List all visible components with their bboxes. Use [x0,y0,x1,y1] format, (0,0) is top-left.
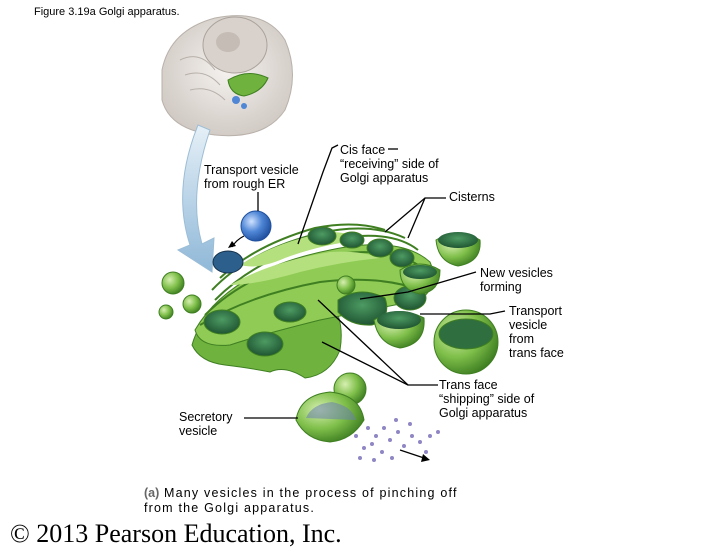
zoom-arrow [176,124,215,273]
leader-lines [244,144,506,419]
caption-text: Many vesicles in the process of pinching… [144,486,458,515]
copyright-notice: © 2013 Pearson Education, Inc. [10,519,342,548]
new-vesicles [373,232,481,349]
secreted-particles [354,418,440,462]
vesicle [158,304,174,320]
label-new-vesicles: New vesicles forming [480,266,553,294]
label-cis-face: Cis face “receiving” side of Golgi appar… [340,143,439,185]
transport-vesicle-trans [433,309,499,375]
figure-title: Figure 3.19a Golgi apparatus. [34,6,180,18]
secretory-vesicle [295,391,365,443]
label-trans-face: Trans face “shipping” side of Golgi appa… [439,378,535,420]
fusing-vesicle [212,250,244,274]
label-cisterns: Cisterns [449,190,495,204]
caption-letter: (a) [144,486,160,500]
vesicle [161,271,185,295]
label-transport-vesicle-trans: Transport vesicle from trans face [509,304,564,360]
label-secretory-vesicle: Secretory vesicle [179,410,233,438]
label-transport-vesicle-er: Transport vesicle from rough ER [204,163,299,191]
figure-caption: (a) Many vesicles in the process of pinc… [144,486,458,516]
cell-thumbnail [161,15,293,137]
vesicle [182,294,202,314]
transport-vesicle-er [240,210,272,242]
golgi-apparatus [191,223,434,379]
